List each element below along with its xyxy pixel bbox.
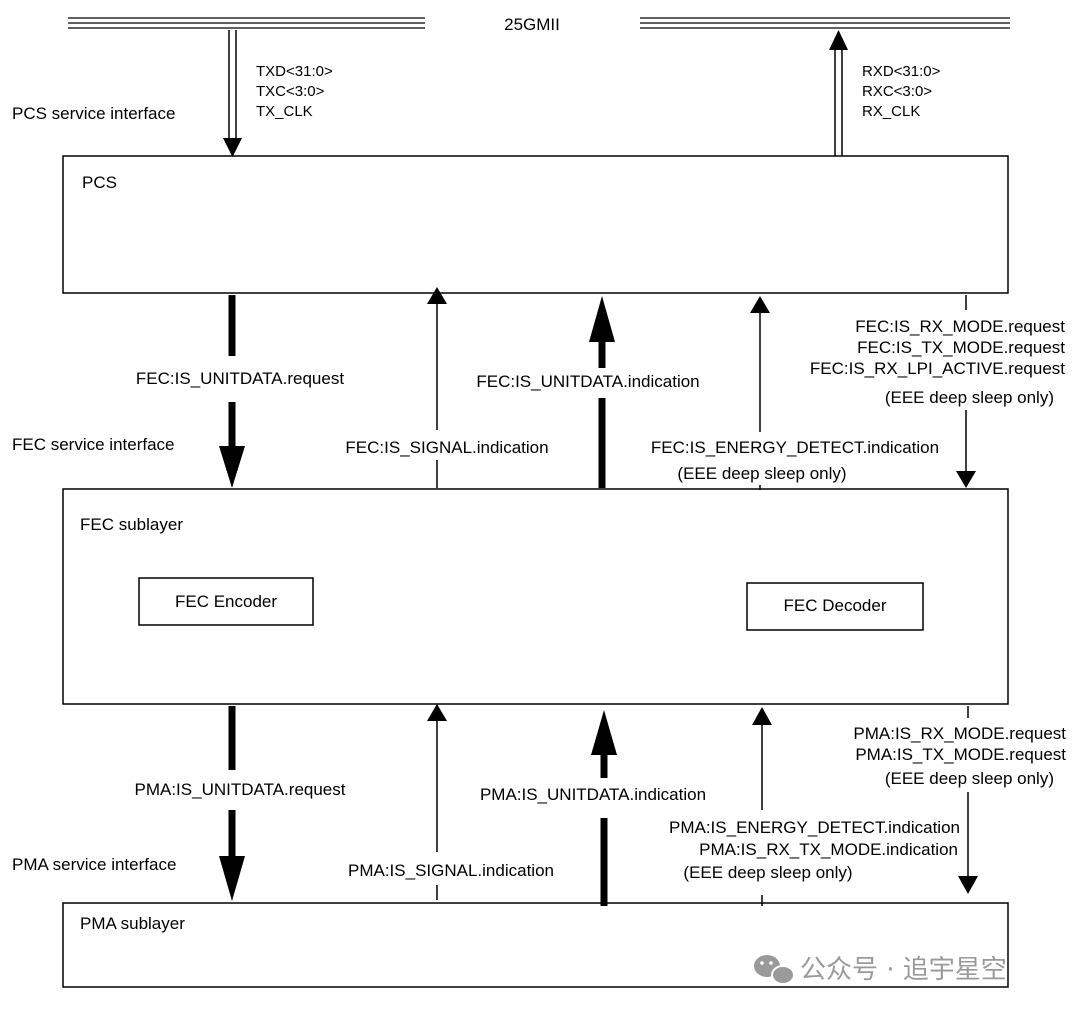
fec-rx-mode-request-label: FEC:IS_RX_MODE.request [855, 317, 1065, 336]
fec-unitdata-request-label: FEC:IS_UNITDATA.request [136, 369, 344, 388]
fec-unitdata-indication-label: FEC:IS_UNITDATA.indication [476, 372, 699, 391]
pma-mode-request-arrow [958, 706, 978, 894]
rx-signal-1: RXD<31:0> [862, 63, 941, 80]
pcs-label: PCS [82, 173, 117, 192]
fec-signal-indication-arrow [427, 287, 447, 488]
tx-signal-3: TX_CLK [256, 103, 313, 120]
rx-signal-labels: RXD<31:0> RXC<3:0> RX_CLK [862, 63, 941, 120]
pcs-block: PCS [62, 155, 1009, 294]
fec-mode-request-note: (EEE deep sleep only) [885, 388, 1054, 407]
tx-signal-labels: TXD<31:0> TXC<3:0> TX_CLK [256, 63, 333, 120]
fec-service-interface-label: FEC service interface [12, 435, 175, 454]
pma-tx-mode-request-label: PMA:IS_TX_MODE.request [855, 745, 1066, 764]
pma-rx-mode-request-label: PMA:IS_RX_MODE.request [853, 724, 1066, 743]
pma-service-interface-label: PMA service interface [12, 855, 176, 874]
wechat-icon [754, 955, 795, 985]
fec-energy-detect-note: (EEE deep sleep only) [677, 464, 846, 483]
pma-signal-indication-label: PMA:IS_SIGNAL.indication [348, 861, 554, 880]
pma-signal-indication-arrow [427, 704, 447, 900]
watermark: 公众号 · 追宇星空 [754, 955, 1007, 985]
pma-unitdata-request-label: PMA:IS_UNITDATA.request [135, 780, 346, 799]
rx-bus-arrow [829, 30, 848, 156]
fec-tx-mode-request-label: FEC:IS_TX_MODE.request [857, 338, 1065, 357]
rx-signal-2: RXC<3:0> [862, 83, 932, 100]
watermark-text: 公众号 · 追宇星空 [800, 955, 1007, 985]
rx-signal-3: RX_CLK [862, 103, 920, 120]
pcs-service-interface-label: PCS service interface [12, 104, 175, 123]
pma-unitdata-request-arrow [219, 706, 245, 901]
bus-title: 25GMII [504, 15, 560, 34]
fec-energy-detect-arrow [750, 296, 770, 490]
tx-signal-2: TXC<3:0> [256, 83, 325, 100]
fec-unitdata-indication-arrow [589, 296, 615, 488]
fec-rx-lpi-active-request-label: FEC:IS_RX_LPI_ACTIVE.request [810, 359, 1065, 378]
fec-encoder-label: FEC Encoder [175, 592, 277, 611]
pma-unitdata-indication-arrow [591, 710, 617, 906]
fec-signal-indication-label: FEC:IS_SIGNAL.indication [345, 438, 548, 457]
pma-energy-detect-arrow [752, 707, 772, 906]
fec-unitdata-request-arrow [219, 295, 245, 488]
fec-decoder-label: FEC Decoder [784, 596, 887, 615]
pma-energy-detect-note: (EEE deep sleep only) [683, 863, 852, 882]
fec-sublayer-label: FEC sublayer [80, 515, 183, 534]
fec-energy-detect-label: FEC:IS_ENERGY_DETECT.indication [651, 438, 939, 457]
tx-signal-1: TXD<31:0> [256, 63, 333, 80]
pma-energy-detect-label: PMA:IS_ENERGY_DETECT.indication [669, 818, 960, 837]
pma-sublayer-block: PMA sublayer [62, 902, 1009, 988]
fec-sublayer-block: FEC sublayer FEC Encoder FEC Decoder [62, 488, 1009, 705]
gmii-bus: 25GMII [68, 15, 1010, 34]
pma-sublayer-label: PMA sublayer [80, 914, 185, 933]
tx-bus-arrow [223, 30, 242, 157]
pma-mode-request-note: (EEE deep sleep only) [885, 769, 1054, 788]
pma-rx-tx-mode-indication-label: PMA:IS_RX_TX_MODE.indication [699, 840, 958, 859]
pma-unitdata-indication-label: PMA:IS_UNITDATA.indication [480, 785, 706, 804]
fec-mode-request-arrow [956, 295, 976, 488]
